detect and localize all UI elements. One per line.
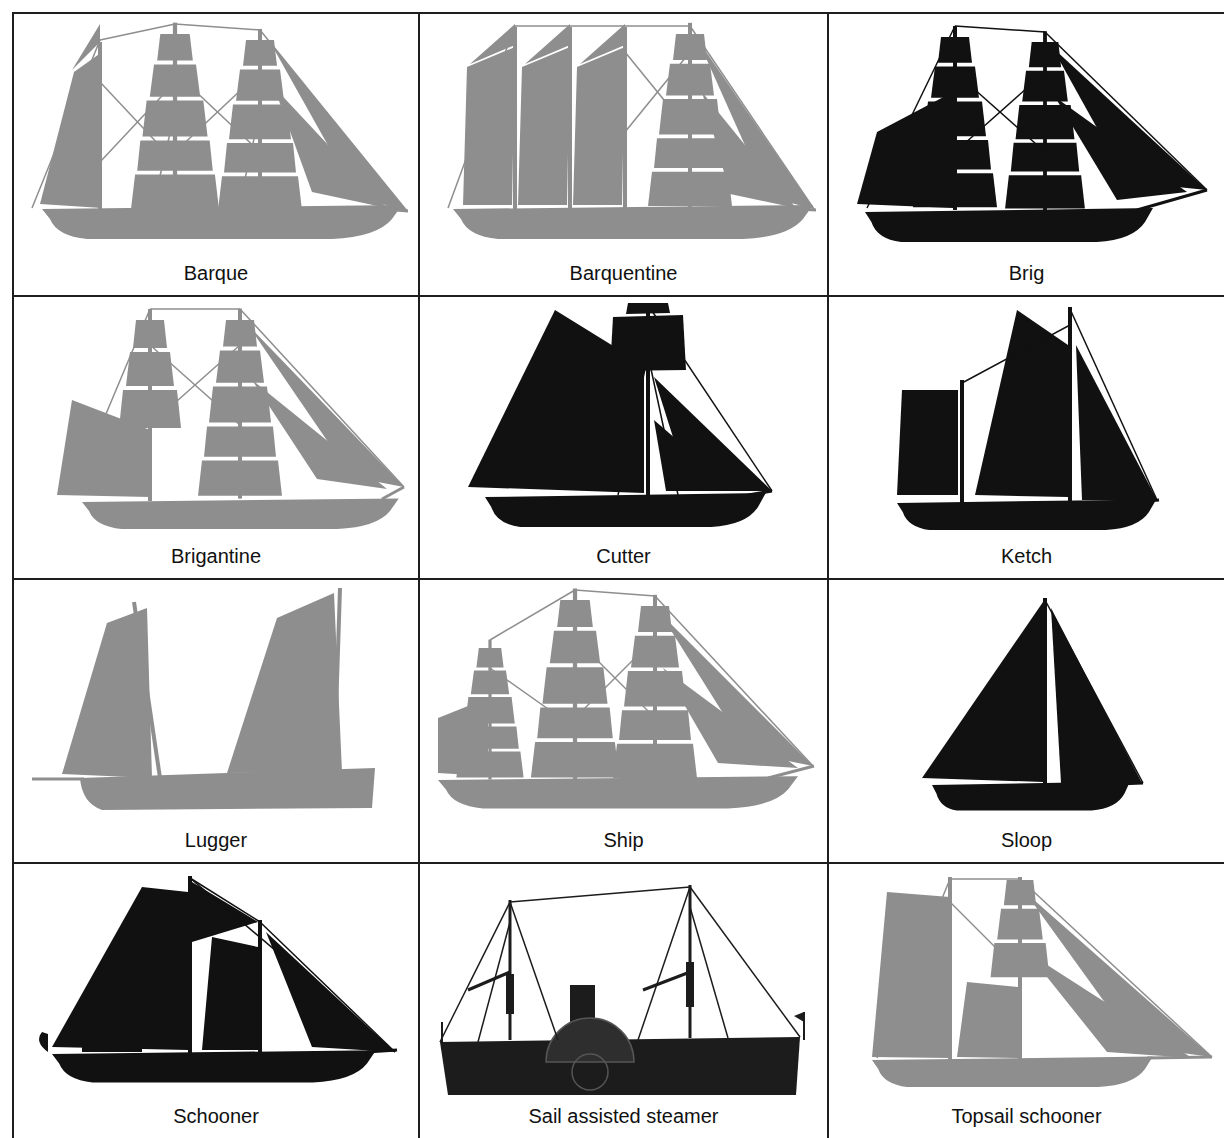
schooner-silhouette <box>39 876 397 1083</box>
brig-silhouette <box>857 26 1207 242</box>
ship-cell: Barque <box>12 12 420 297</box>
cutter-silhouette <box>468 303 772 527</box>
ship-cell: Ketch <box>827 295 1224 580</box>
ship-cell: Lugger <box>12 578 420 864</box>
ship-cell: Brigantine <box>12 295 420 580</box>
topsail-schooner-silhouette <box>872 877 1212 1087</box>
barquentine-silhouette <box>448 23 816 239</box>
ship-cell: Ship <box>418 578 829 864</box>
ship-type-label: Sail assisted steamer <box>525 1104 721 1128</box>
ship-type-label: Ship <box>600 828 646 852</box>
ship-type-label: Lugger <box>182 828 250 852</box>
ship-cell: Topsail schooner <box>827 862 1224 1138</box>
barque-silhouette <box>32 23 408 239</box>
ship-type-label: Schooner <box>170 1104 262 1128</box>
ship-type-label: Topsail schooner <box>948 1104 1104 1128</box>
ship-cell: Sloop <box>827 578 1224 864</box>
ship-cell: Barquentine <box>418 12 829 297</box>
ship-cell: Schooner <box>12 862 420 1138</box>
ship-cell: Cutter <box>418 295 829 580</box>
ship-type-label: Cutter <box>593 544 653 568</box>
ship-cell: Sail assisted steamer <box>418 862 829 1138</box>
brigantine-silhouette <box>57 309 404 529</box>
ship-type-label: Barquentine <box>567 261 681 285</box>
lugger-silhouette <box>32 588 375 810</box>
ship-type-label: Brig <box>1006 261 1048 285</box>
ship-type-label: Sloop <box>998 828 1055 852</box>
ship-type-label: Ketch <box>998 544 1055 568</box>
ship-type-label: Brigantine <box>168 544 264 568</box>
sloop-silhouette <box>922 598 1143 811</box>
ship-type-label: Barque <box>181 261 252 285</box>
steamer-silhouette <box>440 885 804 1095</box>
ship-cell: Brig <box>827 12 1224 297</box>
ship-silhouette <box>438 588 814 808</box>
ketch-silhouette <box>897 307 1159 530</box>
